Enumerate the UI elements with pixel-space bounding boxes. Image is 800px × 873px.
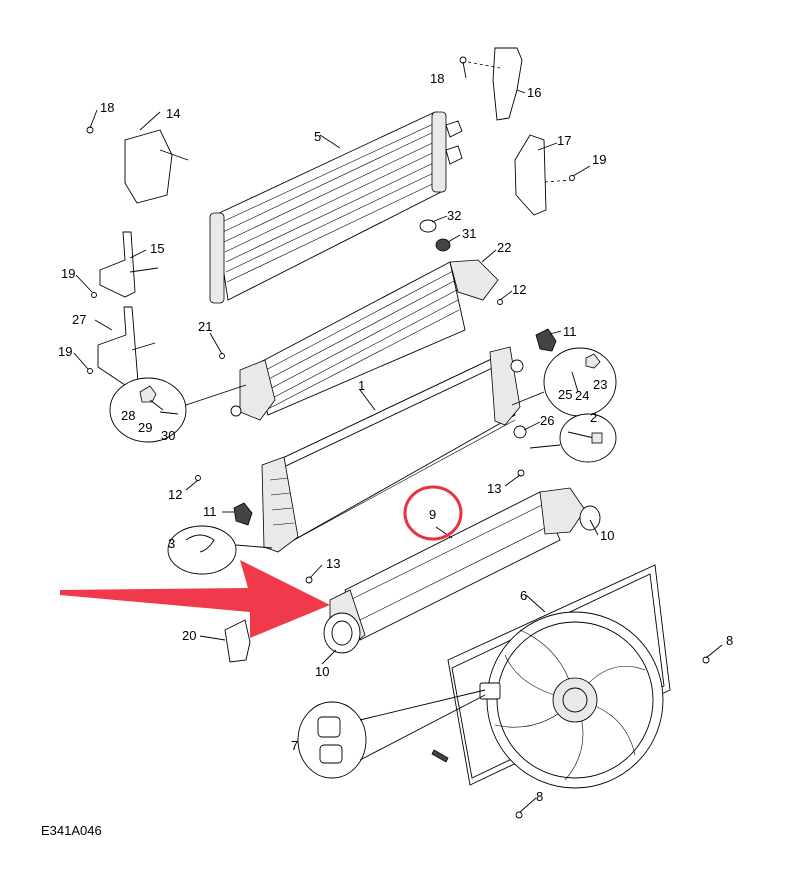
pointer-arrow: [60, 560, 330, 638]
detail-bubble-2: [529, 413, 617, 463]
callout-27: 27: [72, 312, 86, 327]
callout-22: 22: [497, 240, 511, 255]
callout-32: 32: [447, 208, 461, 223]
detail-bubble-7: [297, 689, 486, 779]
callout-31: 31: [462, 226, 476, 241]
callout-15: 15: [150, 241, 164, 256]
callout-8b: 8: [536, 789, 543, 804]
callout-10b: 10: [315, 664, 329, 679]
radiator-part-1: [261, 346, 527, 553]
insulator-part-20: [224, 619, 251, 663]
callout-17: 17: [557, 133, 571, 148]
callout-30: 30: [161, 428, 175, 443]
detail-bubble-3: [167, 525, 273, 575]
highlight-circle: [403, 485, 463, 541]
callout-5: 5: [314, 129, 321, 144]
end-tank-part-10: [323, 505, 601, 654]
callout-8a: 8: [726, 633, 733, 648]
bracket-part-14: [124, 129, 189, 204]
callout-2: 2: [590, 410, 597, 425]
callout-11b: 11: [203, 504, 217, 519]
callout-24: 24: [575, 388, 589, 403]
detail-bubble-28-30: [109, 377, 247, 443]
callout-29: 29: [138, 420, 152, 435]
callout-13b: 13: [326, 556, 340, 571]
callout-9: 9: [429, 507, 436, 522]
callout-14: 14: [166, 106, 180, 121]
detail-bubble-23-25: [511, 347, 617, 417]
callout-23: 23: [593, 377, 607, 392]
callout-18a: 18: [430, 71, 444, 86]
bracket-part-15: [99, 231, 159, 298]
callout-16: 16: [527, 85, 541, 100]
callout-25: 25: [558, 387, 572, 402]
callout-7: 7: [291, 738, 298, 753]
callout-6: 6: [520, 588, 527, 603]
leader-lines: [73, 61, 723, 813]
callout-labels: 1 2 3 5 6 7 8 8 9 10 10 11 11 12 12 13 1…: [58, 71, 733, 804]
callout-10a: 10: [600, 528, 614, 543]
grommet-part-11: [233, 328, 557, 526]
callout-19a: 19: [592, 152, 606, 167]
callout-21: 21: [198, 319, 212, 334]
callout-18b: 18: [100, 100, 114, 115]
bracket-part-17: [514, 134, 573, 216]
bracket-part-27: [97, 306, 156, 388]
insulator-part-31-32: [419, 219, 451, 252]
callout-3: 3: [168, 536, 175, 551]
callout-19b: 19: [61, 266, 75, 281]
callout-19c: 19: [58, 344, 72, 359]
callout-1: 1: [358, 378, 365, 393]
fastener-bottom-left-fan: [431, 749, 449, 763]
bracket-part-16: [467, 47, 523, 121]
callout-26: 26: [540, 413, 554, 428]
callout-12b: 12: [168, 487, 182, 502]
condenser-part-5: [209, 111, 463, 304]
callout-13a: 13: [487, 481, 501, 496]
cooler-part-22: [230, 259, 499, 421]
callout-12a: 12: [512, 282, 526, 297]
callout-11a: 11: [563, 324, 577, 339]
callout-28: 28: [121, 408, 135, 423]
fan-shroud-part-6: [447, 564, 671, 789]
callout-20: 20: [182, 628, 196, 643]
figure-code: E341A046: [41, 823, 102, 838]
